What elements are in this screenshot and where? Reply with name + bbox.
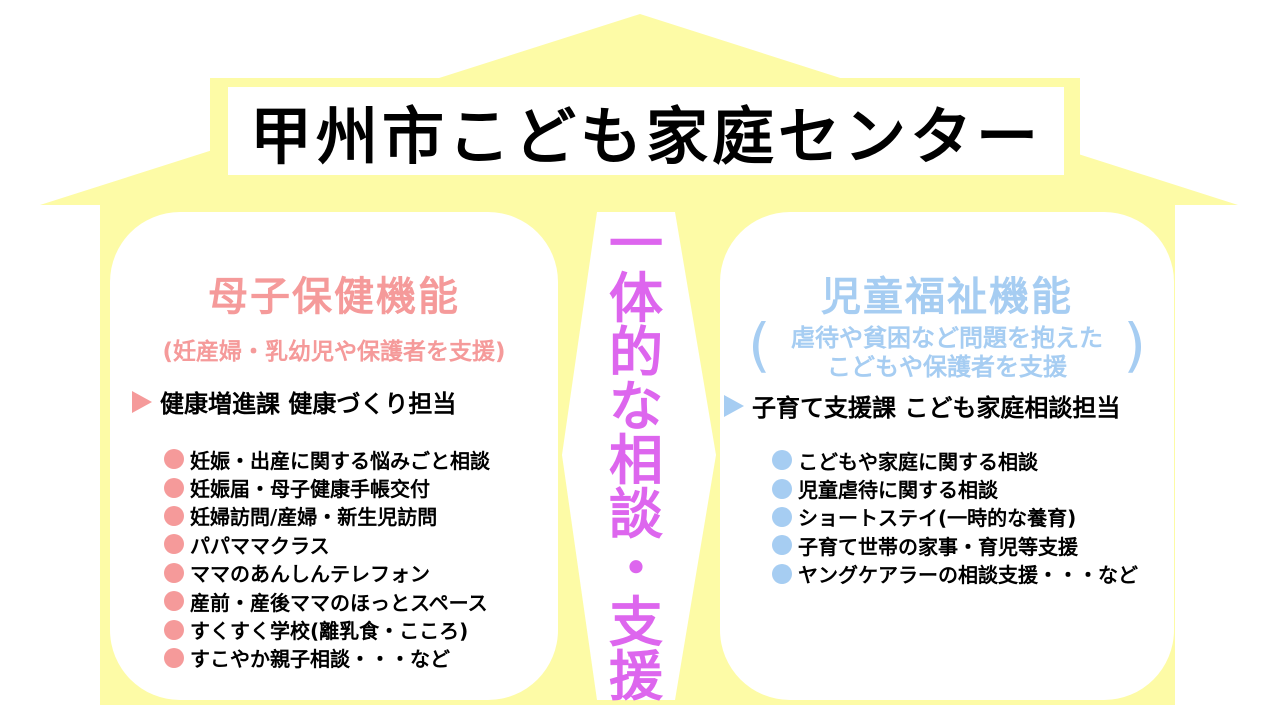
list-item: 児童虐待に関する相談 bbox=[772, 474, 1138, 502]
left-panel-title: 母子保健機能 bbox=[208, 274, 460, 320]
center-char: 的 bbox=[609, 321, 663, 384]
right-paren-icon: ) bbox=[1123, 311, 1146, 379]
center-char: 支 bbox=[609, 591, 663, 654]
bullet-icon bbox=[164, 505, 184, 526]
left-item-list: 妊娠・出産に関する悩みごと相談 妊娠届・母子健康手帳交付 妊婦訪問/産婦・新生児… bbox=[164, 445, 490, 672]
bullet-icon bbox=[164, 619, 184, 640]
left-paren-icon: ( bbox=[748, 311, 771, 379]
list-item: 妊娠・出産に関する悩みごと相談 bbox=[164, 445, 490, 473]
bullet-icon bbox=[164, 647, 184, 668]
list-item: ショートステイ(一時的な養育) bbox=[772, 503, 1138, 531]
page-title: 甲州市こども家庭センター bbox=[249, 100, 1042, 173]
right-panel-subtitle-line2: こどもや保護者を支援 bbox=[827, 353, 1067, 381]
list-item: ヤングケアラーの相談支援・・・など bbox=[772, 560, 1138, 588]
center-char: ・ bbox=[609, 537, 663, 600]
left-department-label: 健康増進課 健康づくり担当 bbox=[160, 390, 457, 418]
list-item: ママのあんしんテレフォン bbox=[164, 559, 490, 587]
center-double-arrow bbox=[562, 212, 716, 700]
center-char: 相 bbox=[609, 429, 663, 492]
bullet-icon bbox=[772, 563, 792, 584]
center-char: な bbox=[609, 375, 663, 438]
center-char: 援 bbox=[609, 645, 663, 708]
triangle-icon bbox=[132, 390, 152, 413]
right-panel-title: 児童福祉機能 bbox=[821, 274, 1073, 320]
right-department-label: 子育て支援課 こども家庭相談担当 bbox=[752, 394, 1121, 422]
list-item: 妊婦訪問/産婦・新生児訪問 bbox=[164, 502, 490, 530]
left-panel-subtitle: (妊産婦・乳幼児や保護者を支援) bbox=[162, 339, 506, 365]
bullet-icon bbox=[164, 562, 184, 583]
child-welfare-panel: 児童福祉機能 ( 虐待や貧困など問題を抱えた こどもや保護者を支援 ) 子育て支… bbox=[720, 212, 1174, 700]
list-item: こどもや家庭に関する相談 bbox=[772, 446, 1138, 474]
center-char: 談 bbox=[609, 483, 663, 546]
title-box: 甲州市こども家庭センター bbox=[228, 87, 1064, 175]
list-item: パパママクラス bbox=[164, 530, 490, 558]
center-char: 体 bbox=[609, 267, 663, 330]
center-vertical-text: 一 体 的 な 相 談 ・ 支 援 bbox=[600, 213, 672, 704]
bullet-icon bbox=[164, 477, 184, 498]
bullet-icon bbox=[164, 449, 184, 470]
bullet-icon bbox=[772, 450, 792, 471]
right-panel-subtitle-line1: 虐待や貧困など問題を抱えた bbox=[791, 324, 1103, 352]
bullet-icon bbox=[772, 506, 792, 527]
bullet-icon bbox=[164, 591, 184, 612]
center-char: 一 bbox=[609, 213, 663, 276]
bullet-icon bbox=[772, 478, 792, 499]
right-department: 子育て支援課 こども家庭相談担当 bbox=[724, 388, 1120, 423]
bullet-icon bbox=[772, 535, 792, 556]
list-item: すこやか親子相談・・・など bbox=[164, 644, 490, 672]
bullet-icon bbox=[164, 534, 184, 555]
triangle-icon bbox=[724, 394, 744, 417]
list-item: 産前・産後ママのほっとスペース bbox=[164, 587, 490, 615]
left-department: 健康増進課 健康づくり担当 bbox=[132, 384, 456, 419]
right-item-list: こどもや家庭に関する相談 児童虐待に関する相談 ショートステイ(一時的な養育) … bbox=[772, 446, 1138, 588]
list-item: 妊娠届・母子健康手帳交付 bbox=[164, 473, 490, 501]
maternal-child-health-panel: 母子保健機能 (妊産婦・乳幼児や保護者を支援) 健康増進課 健康づくり担当 妊娠… bbox=[110, 212, 558, 700]
list-item: 子育て世帯の家事・育児等支援 bbox=[772, 531, 1138, 559]
list-item: すくすく学校(離乳食・こころ) bbox=[164, 615, 490, 643]
